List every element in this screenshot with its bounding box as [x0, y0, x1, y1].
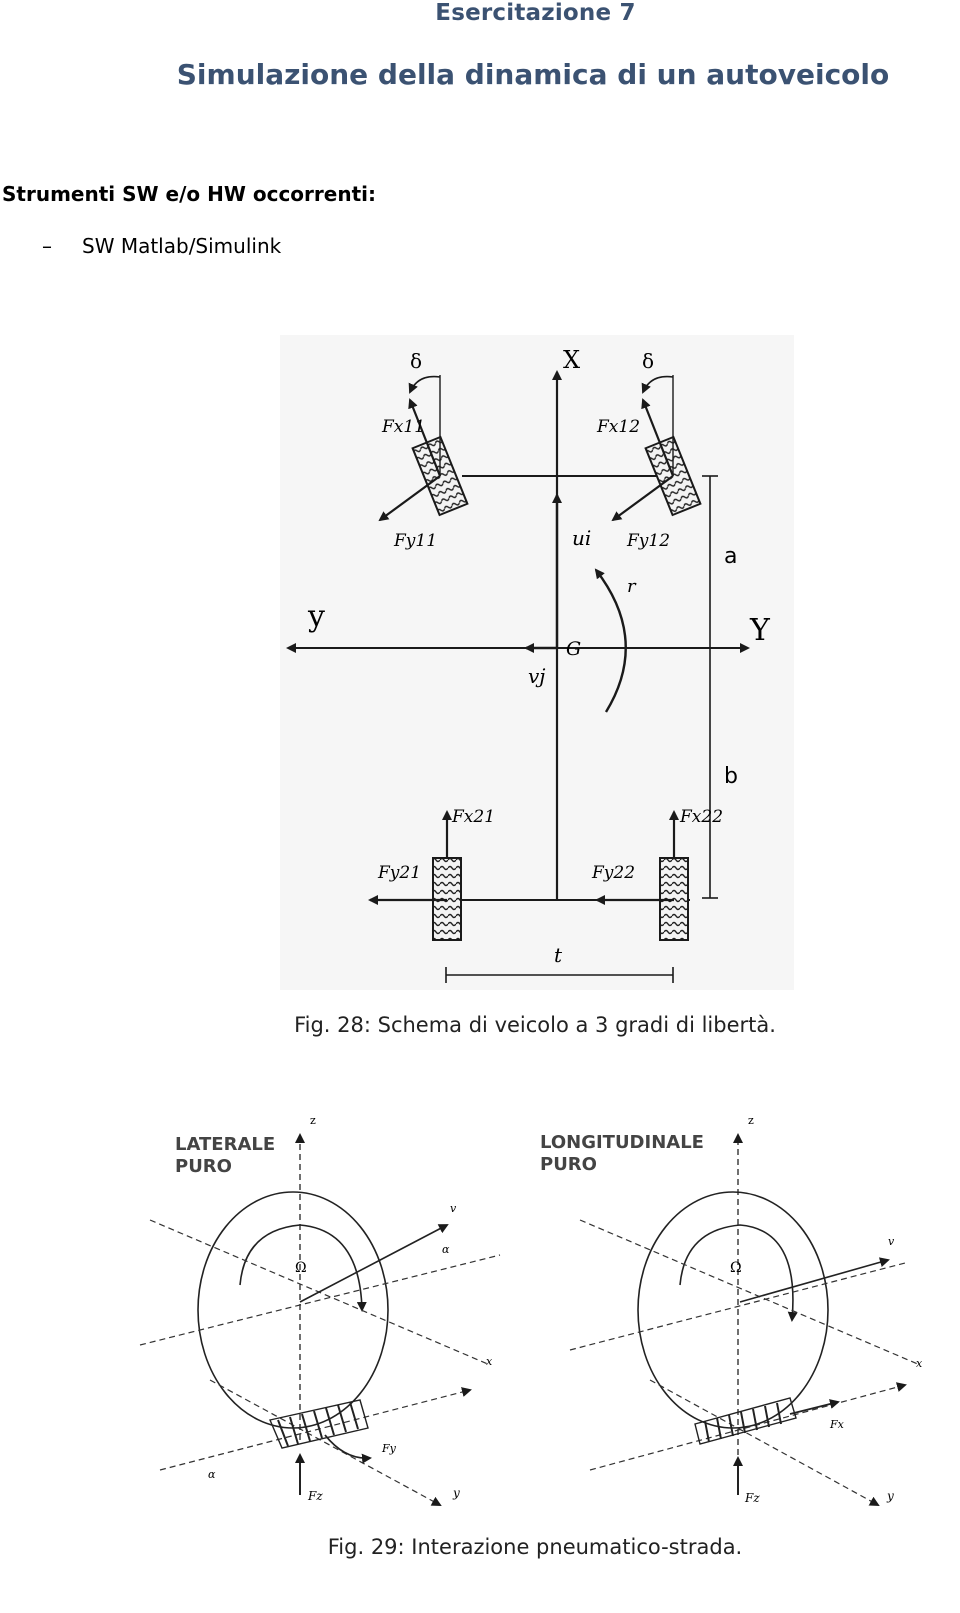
- fx12-arrow: [641, 398, 675, 477]
- figure-29-tyre-diagram: LATERALE PURO z Ω v α x Fy Fz y α LONGIT…: [139, 1114, 923, 1506]
- left-x-axis: [149, 1219, 491, 1366]
- left-fy-arrow: [324, 1434, 372, 1464]
- tools-list-item: – SW Matlab/Simulink: [42, 234, 281, 258]
- left-y-label: y: [452, 1486, 460, 1500]
- tools-item-label: SW Matlab/Simulink: [82, 234, 282, 258]
- left-x-label: x: [486, 1355, 493, 1368]
- cg-label: G: [566, 638, 581, 660]
- dimension-b-label: b: [724, 764, 738, 789]
- right-title-line2: PURO: [540, 1154, 597, 1175]
- left-alpha-bottom-label: α: [208, 1468, 216, 1481]
- dimension-t-label: t: [554, 943, 563, 967]
- right-z-label: z: [748, 1114, 754, 1127]
- ui-label: ui: [572, 526, 591, 550]
- right-velocity-arrow: [739, 1257, 890, 1303]
- right-panel-longitudinal: LONGITUDINALE PURO z Ω v x Fx Fz y: [540, 1114, 923, 1506]
- left-title-line1: LATERALE: [175, 1134, 275, 1155]
- fx21-label: Fx21: [451, 807, 495, 827]
- fy11-label: Fy11: [393, 531, 437, 551]
- exercise-title: Esercitazione 7: [435, 0, 636, 26]
- fy12-arrow: [611, 475, 674, 522]
- left-ground-line-2: [159, 1387, 472, 1471]
- fy11-arrow: [378, 475, 441, 522]
- right-patch-hatch: [704, 1402, 782, 1443]
- left-velocity-arrow: [299, 1224, 449, 1303]
- steer-arc-right: [641, 375, 674, 394]
- left-y-axis: [209, 1379, 442, 1506]
- right-title-line1: LONGITUDINALE: [540, 1132, 704, 1153]
- left-omega-label: Ω: [295, 1260, 307, 1276]
- right-ground-line-1: [569, 1262, 906, 1351]
- left-tyre-outline: [197, 1191, 389, 1429]
- bullet-dash: –: [42, 234, 52, 258]
- yaw-rate-arc: [594, 568, 627, 713]
- fx11-arrow: [408, 398, 442, 477]
- fy22-label: Fy22: [591, 863, 635, 883]
- left-fy-label: Fy: [381, 1442, 397, 1455]
- right-upper-diagonal: [579, 1219, 921, 1366]
- right-y-axis: [649, 1379, 880, 1506]
- x-axis-label: X: [563, 346, 580, 374]
- right-y-label: y: [886, 1489, 894, 1503]
- figure-28-background: [280, 335, 794, 990]
- y-axis-left-label: y: [307, 599, 325, 634]
- right-tyre-outline: [637, 1191, 829, 1429]
- fx12-label: Fx12: [596, 417, 640, 437]
- steer-angle-left-label: δ: [410, 349, 422, 373]
- steer-angle-right-label: δ: [642, 349, 654, 373]
- right-x-label: x: [916, 1357, 923, 1370]
- document-title: Simulazione della dinamica di un autovei…: [176, 58, 890, 91]
- vj-label: vj: [528, 664, 546, 688]
- right-fx-label: Fx: [829, 1418, 845, 1431]
- left-fz-label: Fz: [307, 1489, 323, 1503]
- y-axis-right-label: Y: [749, 613, 771, 648]
- left-z-label: z: [310, 1114, 316, 1127]
- figure-28-vehicle-diagram: X y Y δ δ Fx11 Fy11 Fx12 Fy12 Fx21 Fy21 …: [280, 335, 794, 990]
- fx11-label: Fx11: [381, 417, 425, 437]
- figure-29-caption: Fig. 29: Interazione pneumatico-strada.: [327, 1535, 743, 1559]
- left-panel-lateral: LATERALE PURO z Ω v α x Fy Fz y α: [139, 1114, 501, 1506]
- fy21-label: Fy21: [377, 863, 421, 883]
- yaw-rate-label: r: [627, 576, 637, 597]
- right-omega-label: Ω: [730, 1260, 742, 1276]
- fy12-label: Fy12: [626, 531, 670, 551]
- left-contact-patch: [269, 1399, 369, 1449]
- left-rotation-arc: [239, 1224, 367, 1312]
- fx22-label: Fx22: [679, 807, 723, 827]
- right-rotation-arc: [679, 1224, 798, 1322]
- figure-28-caption: Fig. 28: Schema di veicolo a 3 gradi di …: [294, 1013, 776, 1037]
- right-v-label: v: [888, 1235, 895, 1248]
- right-x-axis: [589, 1382, 907, 1471]
- left-v-label: v: [450, 1202, 457, 1215]
- right-fx-arrow: [789, 1399, 840, 1415]
- right-fz-label: Fz: [744, 1491, 760, 1505]
- dimension-a-label: a: [724, 544, 737, 569]
- tools-heading: Strumenti SW e/o HW occorrenti:: [2, 182, 376, 206]
- left-ground-line-1: [139, 1254, 501, 1346]
- left-title-line2: PURO: [175, 1156, 232, 1177]
- left-patch-hatch: [277, 1401, 359, 1447]
- right-contact-patch: [694, 1397, 797, 1445]
- steer-arc-left: [408, 375, 441, 394]
- left-alpha-top-label: α: [442, 1243, 450, 1256]
